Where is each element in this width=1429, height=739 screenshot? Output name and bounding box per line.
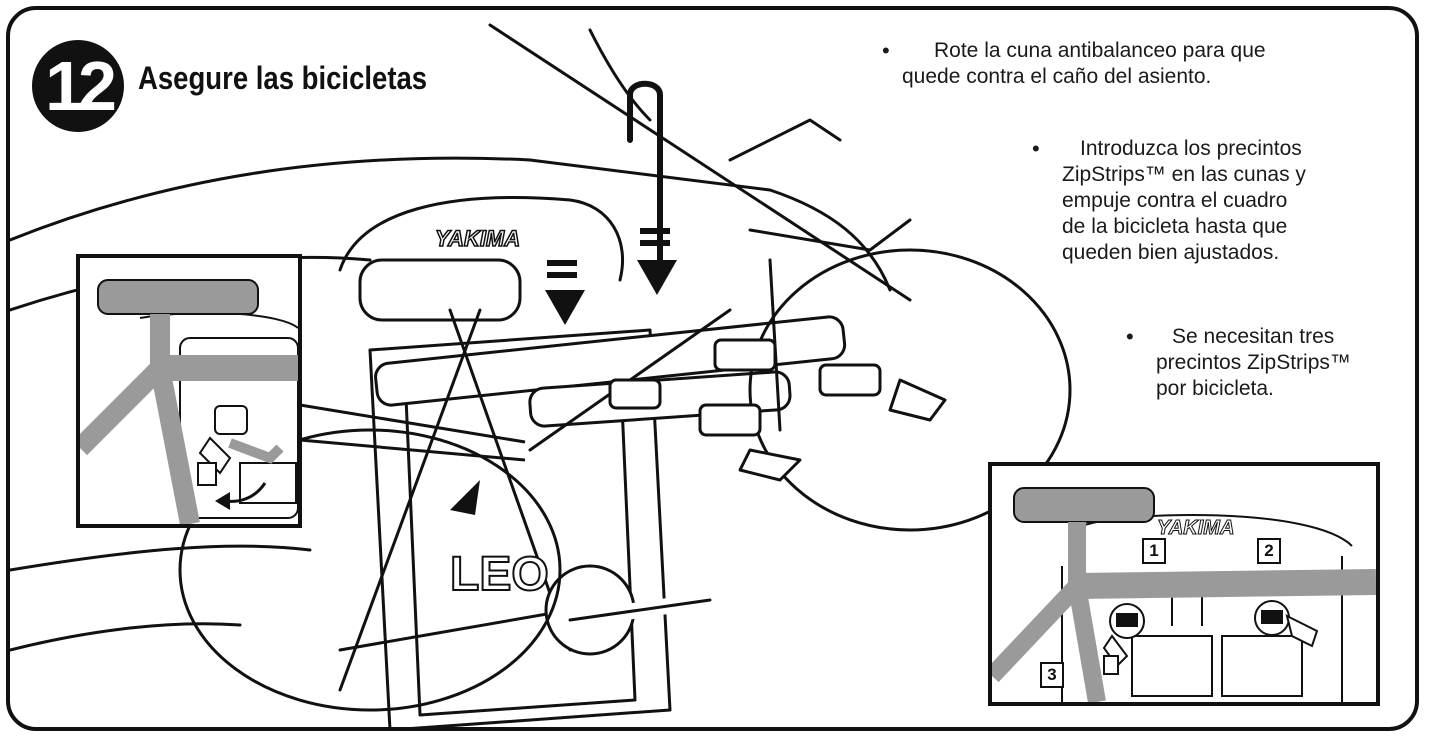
bullet-2-line-2: ZipStrips™ en las cunas y (1062, 163, 1306, 186)
inset-right-illustration: YAKIMA (992, 487, 1376, 702)
inset-zipstrips-detail: YAKIMA 1 2 3 (988, 462, 1380, 706)
bullet-dot-icon: • (1032, 136, 1040, 161)
bullet-2-line-4: de la bicicleta hasta que (1062, 215, 1288, 238)
bullet-3-line-2: precintos ZipStrips™ (1156, 351, 1351, 374)
bullet-2-line-1: Introduzca los precintos (1080, 137, 1302, 160)
bullet-2-line-3: empuje contra el cuadro (1062, 189, 1288, 212)
bullet-1-line-1: Rote la cuna antibalanceo para que (934, 39, 1266, 62)
inset-antisway-detail (76, 254, 302, 528)
rotate-arrow-icon (215, 482, 267, 510)
instruction-panel: YAKIMA LEO 12 Asegure las bicicletas • R… (6, 6, 1419, 731)
bike-rack-illustration: YAKIMA LEO (10, 23, 1072, 727)
bullet-2: • Introduzca los precintos ZipStrips™ en… (1032, 136, 1306, 266)
inset-rack-logo: YAKIMA (1157, 517, 1234, 539)
callout-3: 3 (1040, 662, 1064, 688)
license-plate-text: LEO (450, 548, 549, 601)
bullet-3: • Se necesitan tres precintos ZipStrips™… (1126, 324, 1351, 402)
bullet-2-line-5: queden bien ajustados. (1062, 241, 1280, 264)
bullet-3-line-1: Se necesitan tres (1172, 325, 1335, 348)
step-number-badge: 12 (32, 40, 124, 132)
rack-logo: YAKIMA (435, 226, 520, 251)
callout-2: 2 (1257, 538, 1281, 564)
inset-left-illustration (80, 279, 298, 524)
bullet-dot-icon: • (1126, 324, 1134, 349)
step-number: 12 (45, 47, 117, 125)
step-title: Asegure las bicicletas (138, 60, 428, 96)
callout-1: 1 (1142, 538, 1166, 564)
bullet-3-line-3: por bicicleta. (1156, 377, 1274, 400)
bullet-dot-icon: • (882, 38, 890, 63)
bullet-1: • Rote la cuna antibalanceo para que que… (882, 38, 1266, 90)
push-arrow-icon (450, 228, 677, 515)
bullet-1-line-2: quede contra el caño del asiento. (902, 65, 1212, 88)
